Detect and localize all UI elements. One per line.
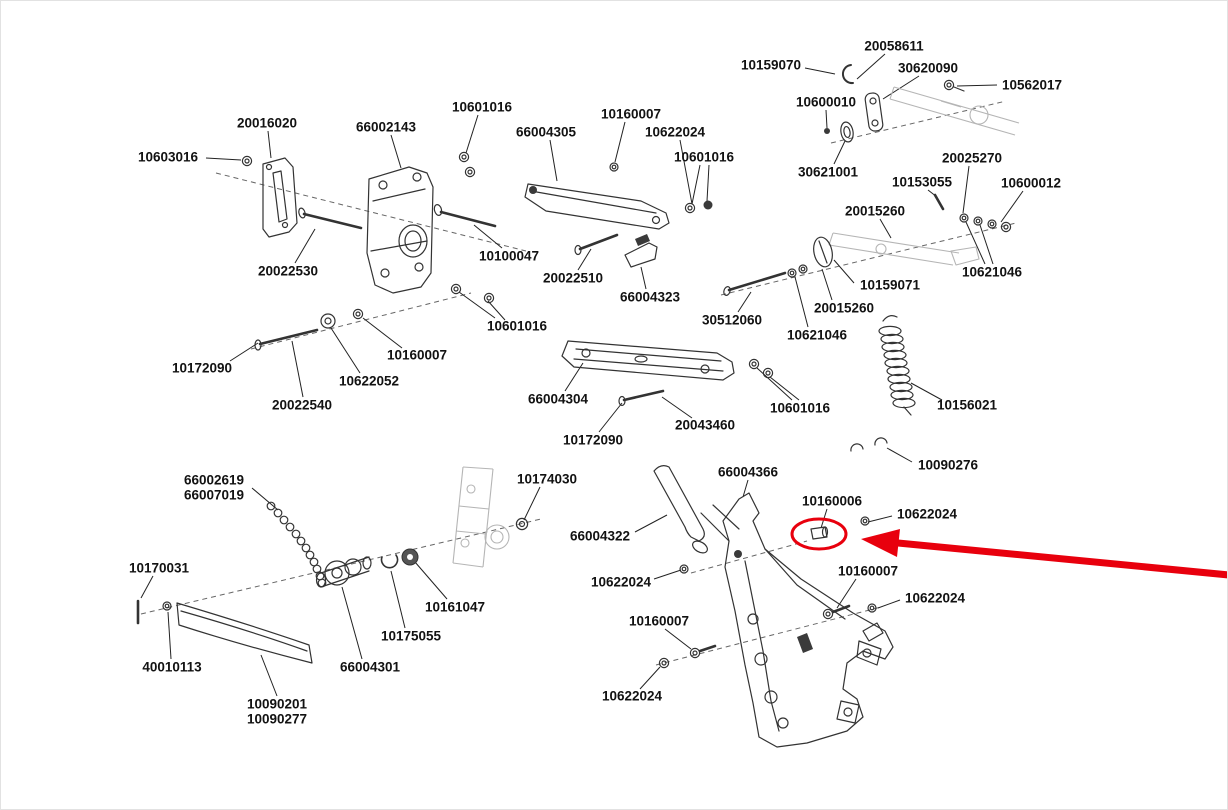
lower-left-assembly bbox=[136, 466, 529, 664]
spring-part bbox=[878, 315, 916, 416]
chain-part bbox=[266, 501, 327, 588]
highlight-arrow-shaft bbox=[897, 539, 1227, 579]
middle-plate-assembly bbox=[561, 340, 774, 407]
lower-right-assembly bbox=[653, 465, 894, 748]
upper-left-assembly bbox=[241, 151, 497, 351]
highlight-ellipse bbox=[790, 517, 848, 551]
upper-middle-assembly bbox=[524, 162, 713, 268]
highlight-annotation bbox=[790, 517, 1227, 579]
axis-lines bbox=[140, 100, 1017, 666]
highlight-arrow-head bbox=[861, 529, 900, 557]
upper-right-assembly bbox=[723, 64, 1020, 452]
